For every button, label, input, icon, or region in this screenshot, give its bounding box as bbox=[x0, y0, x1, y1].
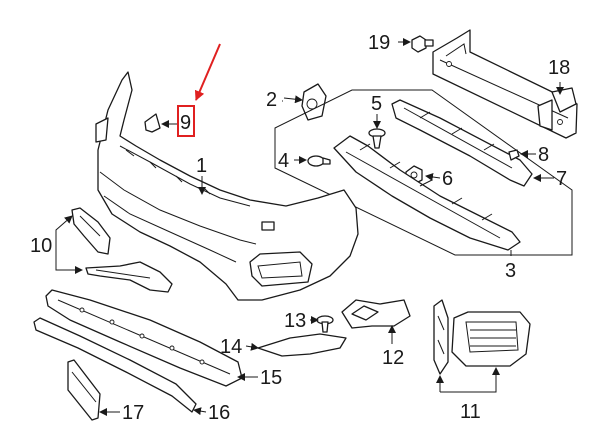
part-10-side-brackets bbox=[71, 207, 173, 293]
highlight-marker bbox=[177, 43, 221, 137]
callout-labels: 1 2 3 4 5 6 7 8 9 10 11 12 13 14 15 16 1… bbox=[30, 32, 570, 424]
part-4-fastener bbox=[307, 155, 331, 167]
part-5-push-clip bbox=[368, 128, 386, 149]
part-11-fog-lamp-bezel bbox=[433, 299, 531, 375]
callout-18: 18 bbox=[548, 57, 570, 79]
part-7-upper-bracket bbox=[391, 99, 533, 187]
callout-12: 12 bbox=[382, 347, 404, 369]
callout-1: 1 bbox=[196, 155, 207, 177]
callout-2: 2 bbox=[266, 89, 277, 111]
callout-15: 15 bbox=[260, 367, 282, 389]
part-17-license-plate-bracket bbox=[67, 359, 101, 421]
callout-16: 16 bbox=[208, 402, 230, 424]
part-18-reinforcement-bar bbox=[432, 29, 578, 139]
callout-13: 13 bbox=[284, 310, 306, 332]
part-19-bolt bbox=[411, 35, 434, 53]
callout-8: 8 bbox=[538, 144, 549, 166]
callout-10: 10 bbox=[30, 235, 52, 257]
part-8-small-clip bbox=[508, 149, 520, 161]
callout-9: 9 bbox=[180, 112, 191, 134]
part-13-bolt bbox=[316, 315, 334, 333]
callout-6: 6 bbox=[442, 168, 453, 190]
part-3-lower-bracket bbox=[333, 135, 521, 251]
part-12-bracket bbox=[341, 299, 411, 329]
callout-19: 19 bbox=[368, 32, 390, 54]
callout-4: 4 bbox=[278, 150, 289, 172]
part-1-bumper-cover bbox=[95, 71, 359, 301]
part-2-cover-cap bbox=[301, 83, 327, 121]
leader-lines bbox=[55, 38, 564, 416]
callout-14: 14 bbox=[220, 336, 242, 358]
callout-17: 17 bbox=[122, 402, 144, 424]
callout-11: 11 bbox=[460, 401, 481, 423]
part-14-trim-piece bbox=[257, 333, 347, 357]
callout-5: 5 bbox=[371, 93, 382, 115]
part-9-clip bbox=[144, 113, 161, 133]
callout-3: 3 bbox=[505, 260, 516, 282]
part-3-group-outline bbox=[274, 89, 573, 256]
callout-7: 7 bbox=[556, 168, 567, 190]
